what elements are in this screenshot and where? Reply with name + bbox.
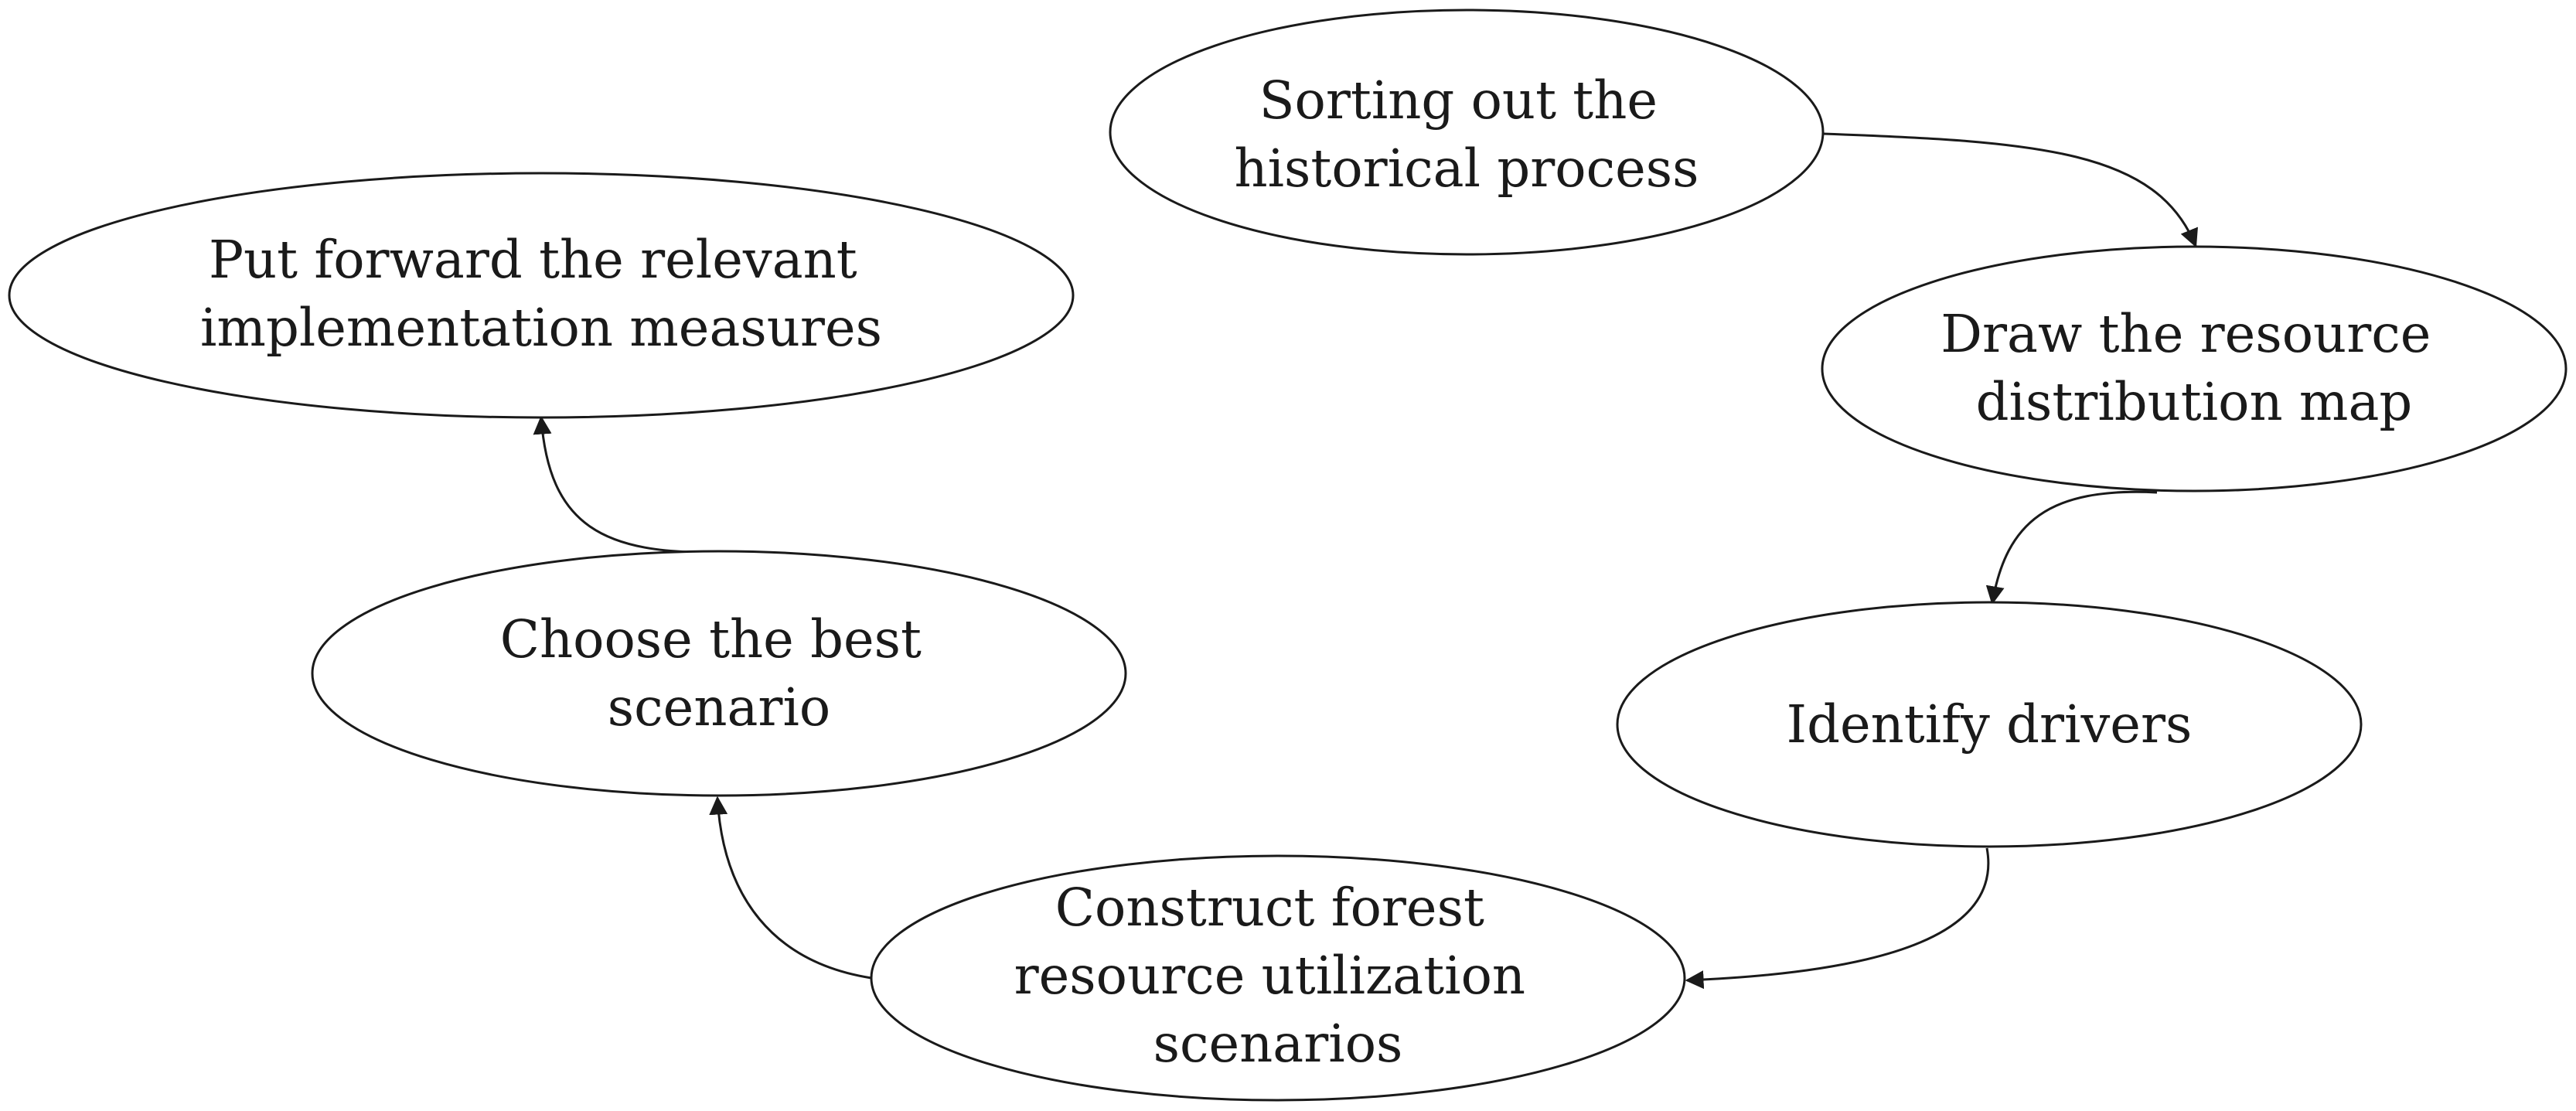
edge-sorting-to-draw-map	[1822, 132, 2198, 248]
edge-identify-to-construct	[1685, 847, 1990, 990]
node-label: Identify drivers	[1787, 694, 2193, 755]
node-ellipse	[311, 550, 1127, 797]
node-identify-drivers: Identify drivers	[1616, 601, 2363, 848]
node-ellipse	[1821, 245, 2567, 492]
node-draw-resource-distribution-map: Draw the resource distribution map	[1821, 245, 2567, 492]
node-label: Put forward the relevant implementation …	[200, 230, 882, 358]
node-ellipse	[8, 172, 1075, 419]
node-label: Construct forest resource utilization sc…	[1014, 878, 1542, 1074]
node-sorting-historical-process: Sorting out the historical process	[1109, 9, 1825, 256]
edge-construct-to-choose	[709, 796, 872, 980]
node-ellipse	[1616, 601, 2363, 848]
edge-draw-map-to-identify	[1985, 490, 2158, 605]
node-ellipse	[870, 854, 1686, 1102]
node-label: Draw the resource distribution map	[1941, 304, 2447, 432]
node-ellipse	[1109, 9, 1825, 256]
node-label: Choose the best scenario	[500, 609, 939, 738]
node-label: Sorting out the historical process	[1234, 70, 1699, 199]
node-construct-forest-scenarios: Construct forest resource utilization sc…	[870, 854, 1686, 1102]
node-put-forward-measures: Put forward the relevant implementation …	[8, 172, 1075, 419]
edge-choose-to-put-forward	[533, 415, 724, 554]
node-choose-best-scenario: Choose the best scenario	[311, 550, 1127, 797]
